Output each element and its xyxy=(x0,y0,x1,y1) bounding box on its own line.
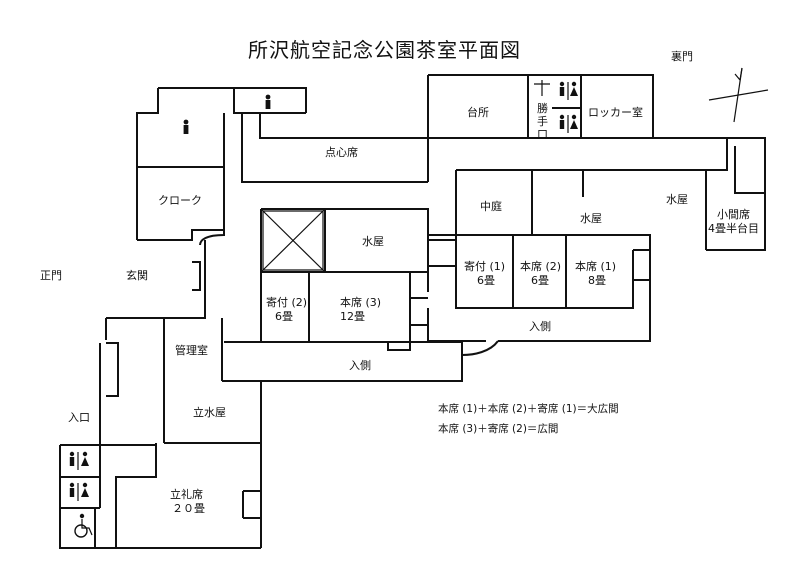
label-tenshinseki: 点心席 xyxy=(325,145,358,159)
label-honseki-1-size: 8畳 xyxy=(588,274,606,287)
toilet-pair-icon xyxy=(69,451,89,470)
label-sei-mon: 正門 xyxy=(40,269,62,282)
label-yoritsuki-1: 寄付 (1) xyxy=(464,259,505,273)
label-honseki-3-size: 12畳 xyxy=(340,310,365,323)
label-yoritsuki-2: 寄付 (2) xyxy=(266,295,307,309)
walls xyxy=(59,74,766,549)
label-locker: ロッカー室 xyxy=(588,105,643,119)
toilet-male-icon xyxy=(265,94,271,109)
label-honseki-1: 本席 (1) xyxy=(575,259,616,273)
label-katteguchi-1: 勝 xyxy=(537,101,548,115)
wheelchair-icon xyxy=(74,513,93,538)
label-komaseki: 小間席 xyxy=(717,207,750,221)
label-ura-mon: 裏門 xyxy=(671,49,693,63)
label-honseki-2-size: 6畳 xyxy=(531,274,549,287)
toilet-pair-icon xyxy=(559,81,578,100)
label-tachireiseki-size: ２０畳 xyxy=(172,502,205,515)
label-daidokoro: 台所 xyxy=(467,105,489,119)
label-iriguchi: 入口 xyxy=(68,411,90,424)
label-yoritsuki-2-size: 6畳 xyxy=(275,310,293,323)
label-iriengawa-right: 入側 xyxy=(529,320,551,333)
label-mizuya-mid: 水屋 xyxy=(362,235,384,248)
label-mizuya-center: 水屋 xyxy=(580,212,602,225)
label-katteguchi-3: 口 xyxy=(537,128,548,141)
label-iriengawa-left: 入側 xyxy=(349,359,371,372)
north-arrow-icon xyxy=(708,67,769,123)
label-nakaniwa: 中庭 xyxy=(480,199,502,213)
label-honseki-3: 本席 (3) xyxy=(340,295,381,309)
page-title: 所沢航空記念公園茶室平面図 xyxy=(248,38,521,62)
toilet-male-icon xyxy=(183,119,189,134)
label-honseki-2: 本席 (2) xyxy=(520,259,561,273)
note-daihiroma: 本席 (1)＋本席 (2)＋寄席 (1)＝大広間 xyxy=(438,402,619,415)
toilet-pair-icon xyxy=(69,482,89,501)
label-cloak: クローク xyxy=(158,194,202,207)
note-hiroma: 本席 (3)＋寄席 (2)＝広間 xyxy=(438,422,558,435)
label-tachimizuya: 立水屋 xyxy=(193,405,226,419)
label-genkan: 玄関 xyxy=(126,268,148,282)
label-kanrishitsu: 管理室 xyxy=(175,343,208,357)
label-katteguchi-2: 手 xyxy=(537,114,548,128)
door-mark xyxy=(534,80,550,96)
label-tachireiseki: 立礼席 xyxy=(170,487,203,501)
label-mizuya-right: 水屋 xyxy=(666,193,688,206)
label-yoritsuki-1-size: 6畳 xyxy=(477,274,495,287)
toilet-pair-icon xyxy=(559,114,578,133)
label-komaseki-size: 4畳半台目 xyxy=(708,221,759,235)
